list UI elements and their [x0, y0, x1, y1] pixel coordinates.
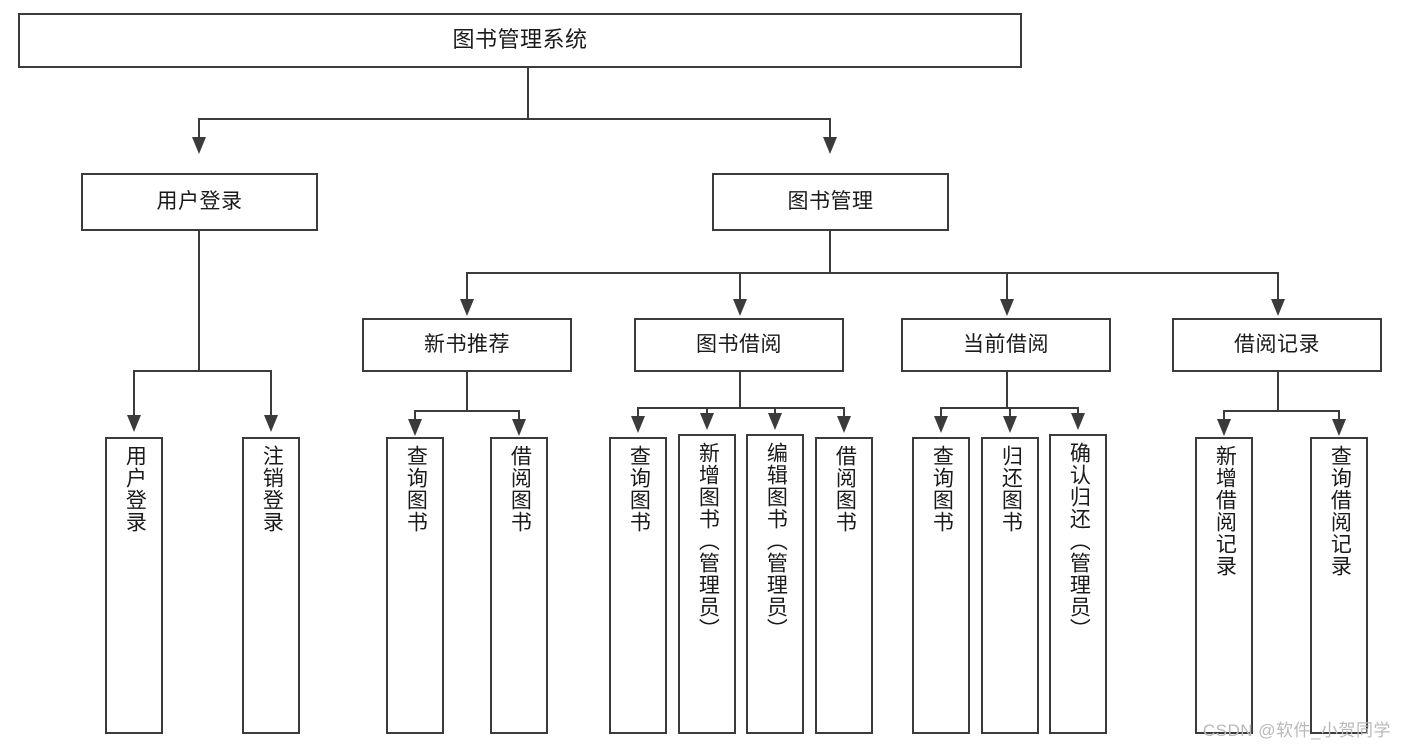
- arrow-borrow-to-add: [700, 413, 714, 430]
- edge-new-book-stem: [466, 372, 468, 410]
- node-label: 确认归还（管理员）: [1067, 442, 1091, 640]
- edge-new-book-bar: [414, 410, 520, 412]
- node-user-login[interactable]: 用户登录: [81, 173, 318, 231]
- node-label: 查询借阅记录: [1328, 445, 1352, 577]
- edge-new-book-to-query: [414, 410, 416, 422]
- arrow-borrow-to-edit: [768, 413, 782, 430]
- node-label: 新书推荐: [424, 333, 510, 357]
- leaf-borrow-lend-book[interactable]: 借阅图书: [815, 437, 873, 734]
- edge-current-stem: [1006, 372, 1008, 407]
- node-label: 图书借阅: [696, 333, 782, 357]
- node-label: 注销登录: [260, 445, 284, 533]
- edge-record-to-query: [1338, 410, 1340, 422]
- arrow-book-mgmt-to-current: [1000, 299, 1014, 316]
- arrow-root-to-user-login: [192, 137, 206, 154]
- leaf-borrow-edit-book[interactable]: 编辑图书（管理员）: [746, 434, 804, 734]
- node-label: 借阅记录: [1234, 333, 1320, 357]
- node-book-borrow[interactable]: 图书借阅: [634, 318, 844, 372]
- node-book-management[interactable]: 图书管理: [712, 173, 949, 231]
- arrow-borrow-to-query: [631, 416, 645, 433]
- node-label: 借阅图书: [833, 445, 857, 533]
- edge-user-login-bar: [133, 370, 272, 372]
- node-label: 查询图书: [404, 445, 428, 533]
- node-label: 归还图书: [999, 445, 1023, 533]
- edge-current-to-confirm: [1077, 407, 1079, 416]
- edge-current-to-return: [1009, 407, 1011, 419]
- node-label: 当前借阅: [963, 333, 1049, 357]
- node-label: 查询图书: [930, 445, 954, 533]
- arrow-new-book-to-borrow: [512, 419, 526, 436]
- edge-borrow-to-query: [637, 407, 639, 419]
- arrow-current-to-query: [934, 416, 948, 433]
- edge-root-to-user-login: [198, 118, 200, 140]
- edge-user-login-to-login: [133, 370, 135, 418]
- node-label: 查询图书: [627, 445, 651, 533]
- leaf-new-book-borrow[interactable]: 借阅图书: [490, 437, 548, 734]
- arrow-book-mgmt-to-new-book: [460, 299, 474, 316]
- edge-borrow-to-add: [706, 407, 708, 416]
- leaf-user-login[interactable]: 用户登录: [105, 437, 163, 734]
- node-root-system[interactable]: 图书管理系统: [18, 13, 1022, 68]
- arrow-root-to-book-mgmt: [823, 137, 837, 154]
- leaf-borrow-add-book[interactable]: 新增图书（管理员）: [678, 434, 736, 734]
- edge-current-to-query: [940, 407, 942, 419]
- arrow-user-login-to-logout: [264, 415, 278, 432]
- edge-root-stem: [527, 68, 529, 118]
- node-label: 编辑图书（管理员）: [764, 442, 788, 640]
- edge-record-to-add: [1223, 410, 1225, 422]
- node-label: 图书管理系统: [452, 27, 588, 53]
- edge-user-login-to-logout: [270, 370, 272, 418]
- edge-new-book-to-borrow: [518, 410, 520, 422]
- edge-record-bar: [1223, 410, 1339, 412]
- edge-borrow-stem: [739, 372, 741, 407]
- node-borrow-record[interactable]: 借阅记录: [1172, 318, 1382, 372]
- leaf-user-logout[interactable]: 注销登录: [242, 437, 300, 734]
- node-new-book-recommend[interactable]: 新书推荐: [362, 318, 572, 372]
- arrow-current-to-confirm: [1071, 413, 1085, 430]
- edge-book-mgmt-stem: [829, 231, 831, 272]
- edge-borrow-bar: [637, 407, 845, 409]
- arrow-book-mgmt-to-record: [1271, 299, 1285, 316]
- leaf-record-query[interactable]: 查询借阅记录: [1310, 437, 1368, 734]
- edge-root-bar: [198, 118, 830, 120]
- edge-borrow-to-edit: [774, 407, 776, 416]
- edge-user-login-stem: [198, 231, 200, 370]
- leaf-borrow-query-book[interactable]: 查询图书: [609, 437, 667, 734]
- node-label: 用户登录: [156, 190, 243, 214]
- node-label: 新增图书（管理员）: [696, 442, 720, 640]
- arrow-borrow-to-lend: [837, 416, 851, 433]
- node-current-borrow[interactable]: 当前借阅: [901, 318, 1111, 372]
- node-label: 用户登录: [123, 445, 147, 533]
- arrow-record-to-query: [1332, 419, 1346, 436]
- arrow-new-book-to-query: [408, 419, 422, 436]
- leaf-new-book-query[interactable]: 查询图书: [386, 437, 444, 734]
- edge-borrow-to-lend: [843, 407, 845, 419]
- edge-book-mgmt-to-record: [1277, 272, 1279, 302]
- arrow-user-login-to-login: [127, 415, 141, 432]
- edge-record-stem: [1277, 372, 1279, 410]
- edge-book-mgmt-bar: [466, 272, 1277, 274]
- node-label: 借阅图书: [508, 445, 532, 533]
- leaf-current-confirm-return[interactable]: 确认归还（管理员）: [1049, 434, 1107, 734]
- arrow-current-to-return: [1003, 416, 1017, 433]
- edge-root-to-book-mgmt: [829, 118, 831, 140]
- leaf-record-add[interactable]: 新增借阅记录: [1195, 437, 1253, 734]
- edge-book-mgmt-to-borrow: [739, 272, 741, 302]
- node-label: 新增借阅记录: [1213, 445, 1237, 577]
- node-label: 图书管理: [787, 190, 874, 214]
- edge-book-mgmt-to-current: [1006, 272, 1008, 302]
- leaf-current-query-book[interactable]: 查询图书: [912, 437, 970, 734]
- leaf-current-return-book[interactable]: 归还图书: [981, 437, 1039, 734]
- arrow-record-to-add: [1217, 419, 1231, 436]
- arrow-book-mgmt-to-borrow: [733, 299, 747, 316]
- edge-book-mgmt-to-new-book: [466, 272, 468, 302]
